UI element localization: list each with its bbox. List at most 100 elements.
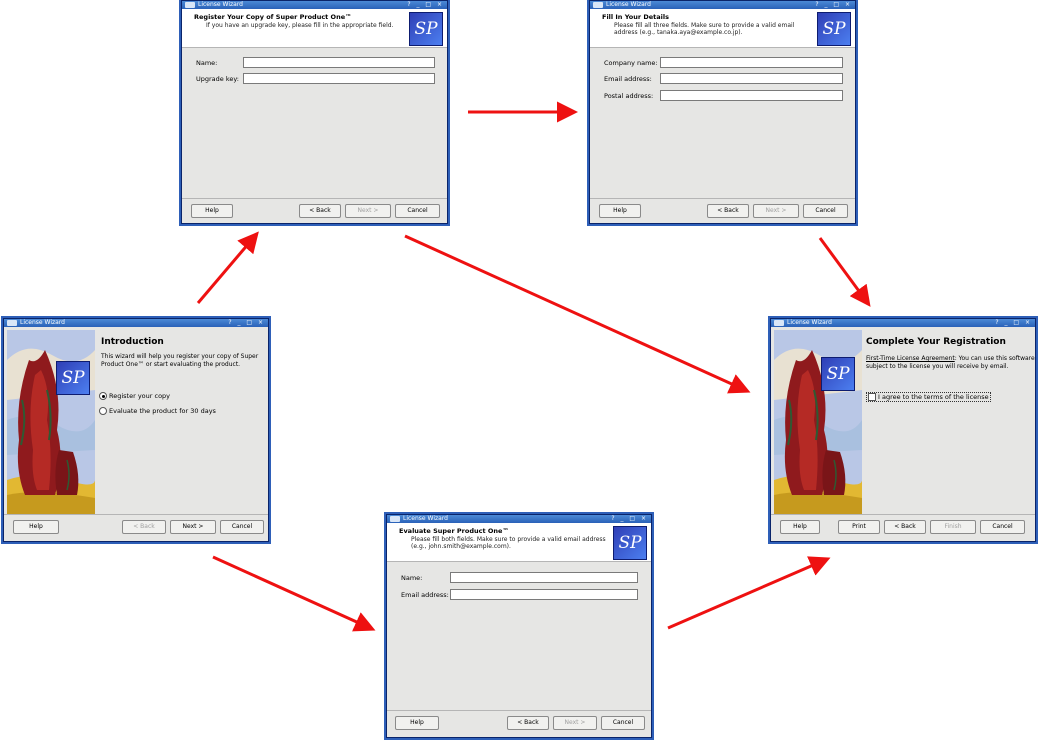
wizard-header: Register Your Copy of Super Product One™… [182, 9, 447, 48]
cancel-button[interactable]: Cancel [980, 520, 1025, 534]
arrow-evaluate-to-complete [667, 556, 831, 630]
evaluate-radio-label: Evaluate the product for 30 days [109, 407, 216, 415]
next-button[interactable]: Next > [753, 204, 799, 218]
arrow-register-to-complete [404, 234, 751, 394]
back-button[interactable]: < Back [122, 520, 166, 534]
divider [4, 514, 268, 515]
app-icon [7, 320, 17, 326]
upgrade-key-label: Upgrade key: [196, 75, 239, 83]
title-bar: License Wizard ? _ □ × [771, 319, 1035, 327]
print-button[interactable]: Print [838, 520, 880, 534]
details-window: License Wizard ? _ □ × Fill In Your Deta… [589, 0, 856, 224]
postal-address-label: Postal address: [604, 92, 654, 100]
app-icon [185, 2, 195, 8]
page-subtitle: Please fill all three fields. Make sure … [614, 22, 795, 36]
window-title: License Wizard [787, 319, 832, 326]
email-label: Email address: [604, 75, 652, 83]
email-field[interactable] [660, 73, 843, 84]
title-bar: License Wizard ? _ □ × [590, 1, 855, 9]
window-controls[interactable]: ? _ □ × [995, 319, 1032, 326]
next-button[interactable]: Next > [170, 520, 216, 534]
page-title: Complete Your Registration [866, 337, 1006, 347]
name-label: Name: [401, 574, 423, 582]
title-bar: License Wizard ? _ □ × [4, 319, 268, 327]
window-controls[interactable]: ? _ □ × [407, 1, 444, 8]
introduction-window: License Wizard ? _ □ × SP Introduction T… [3, 318, 269, 542]
title-bar: License Wizard ? _ □ × [182, 1, 447, 9]
back-button[interactable]: < Back [707, 204, 749, 218]
help-button[interactable]: Help [191, 204, 233, 218]
sp-logo-icon: SP [817, 12, 851, 46]
agree-label: I agree to the terms of the license [878, 393, 989, 401]
sp-logo-icon: SP [613, 526, 647, 560]
register-radio[interactable]: Register your copy [99, 392, 170, 400]
email-field[interactable] [450, 589, 638, 600]
app-icon [390, 516, 400, 522]
radio-checked-icon [99, 392, 107, 400]
window-controls[interactable]: ? _ □ × [815, 1, 852, 8]
intro-description: This wizard will help you register your … [101, 353, 259, 368]
page-title: Fill In Your Details [602, 13, 669, 21]
next-button[interactable]: Next > [345, 204, 391, 218]
cancel-button[interactable]: Cancel [395, 204, 440, 218]
name-label: Name: [196, 59, 218, 67]
divider [771, 514, 1035, 515]
app-icon [593, 2, 603, 8]
sp-logo-icon: SP [409, 12, 443, 46]
cancel-button[interactable]: Cancel [803, 204, 848, 218]
license-description: First-Time License Agreement: You can us… [866, 355, 1036, 370]
arrow-details-to-complete [818, 237, 871, 307]
page-title: Register Your Copy of Super Product One™ [194, 13, 352, 21]
wizard-header: Evaluate Super Product One™ Please fill … [387, 523, 651, 562]
page-title: Introduction [101, 337, 164, 347]
window-controls[interactable]: ? _ □ × [611, 515, 648, 522]
name-field[interactable] [450, 572, 638, 583]
finish-button[interactable]: Finish [930, 520, 976, 534]
sp-logo-icon: SP [56, 361, 90, 395]
arrow-intro-to-register [196, 231, 259, 304]
wizard-header: Fill In Your Details Please fill all thr… [590, 9, 855, 48]
cancel-button[interactable]: Cancel [220, 520, 264, 534]
window-title: License Wizard [403, 515, 448, 522]
postal-address-field[interactable] [660, 90, 843, 101]
next-button[interactable]: Next > [553, 716, 597, 730]
back-button[interactable]: < Back [884, 520, 926, 534]
email-label: Email address: [401, 591, 449, 599]
window-controls[interactable]: ? _ □ × [228, 319, 265, 326]
help-button[interactable]: Help [13, 520, 59, 534]
company-name-field[interactable] [660, 57, 843, 68]
license-agreement-link[interactable]: First-Time License Agreement [866, 355, 955, 362]
cancel-button[interactable]: Cancel [601, 716, 645, 730]
complete-window: License Wizard ? _ □ × SP Complete Your … [770, 318, 1036, 542]
divider [590, 198, 855, 199]
arrow-intro-to-evaluate [212, 555, 376, 632]
license-text: : You can use this software subject to t… [866, 355, 1035, 370]
register-window: License Wizard ? _ □ × Register Your Cop… [181, 0, 448, 224]
app-icon [774, 320, 784, 326]
page-title: Evaluate Super Product One™ [399, 527, 509, 535]
help-button[interactable]: Help [599, 204, 641, 218]
back-button[interactable]: < Back [299, 204, 341, 218]
evaluate-window: License Wizard ? _ □ × Evaluate Super Pr… [386, 514, 652, 738]
title-bar: License Wizard ? _ □ × [387, 515, 651, 523]
window-title: License Wizard [198, 1, 243, 8]
evaluate-radio[interactable]: Evaluate the product for 30 days [99, 407, 216, 415]
register-radio-label: Register your copy [109, 392, 171, 400]
name-field[interactable] [243, 57, 435, 68]
cypress-painting-image [7, 330, 95, 514]
help-button[interactable]: Help [395, 716, 439, 730]
back-button[interactable]: < Back [507, 716, 549, 730]
divider [182, 198, 447, 199]
page-subtitle: Please fill both fields. Make sure to pr… [411, 536, 606, 550]
window-title: License Wizard [606, 1, 651, 8]
sp-logo-icon: SP [821, 357, 855, 391]
company-name-label: Company name: [604, 59, 658, 67]
agree-checkbox[interactable]: I agree to the terms of the license [866, 392, 991, 402]
checkbox-icon [868, 393, 876, 401]
help-button[interactable]: Help [780, 520, 820, 534]
upgrade-key-field[interactable] [243, 73, 435, 84]
page-subtitle: If you have an upgrade key, please fill … [206, 22, 394, 29]
radio-unchecked-icon [99, 407, 107, 415]
window-title: License Wizard [20, 319, 65, 326]
divider [387, 710, 651, 711]
